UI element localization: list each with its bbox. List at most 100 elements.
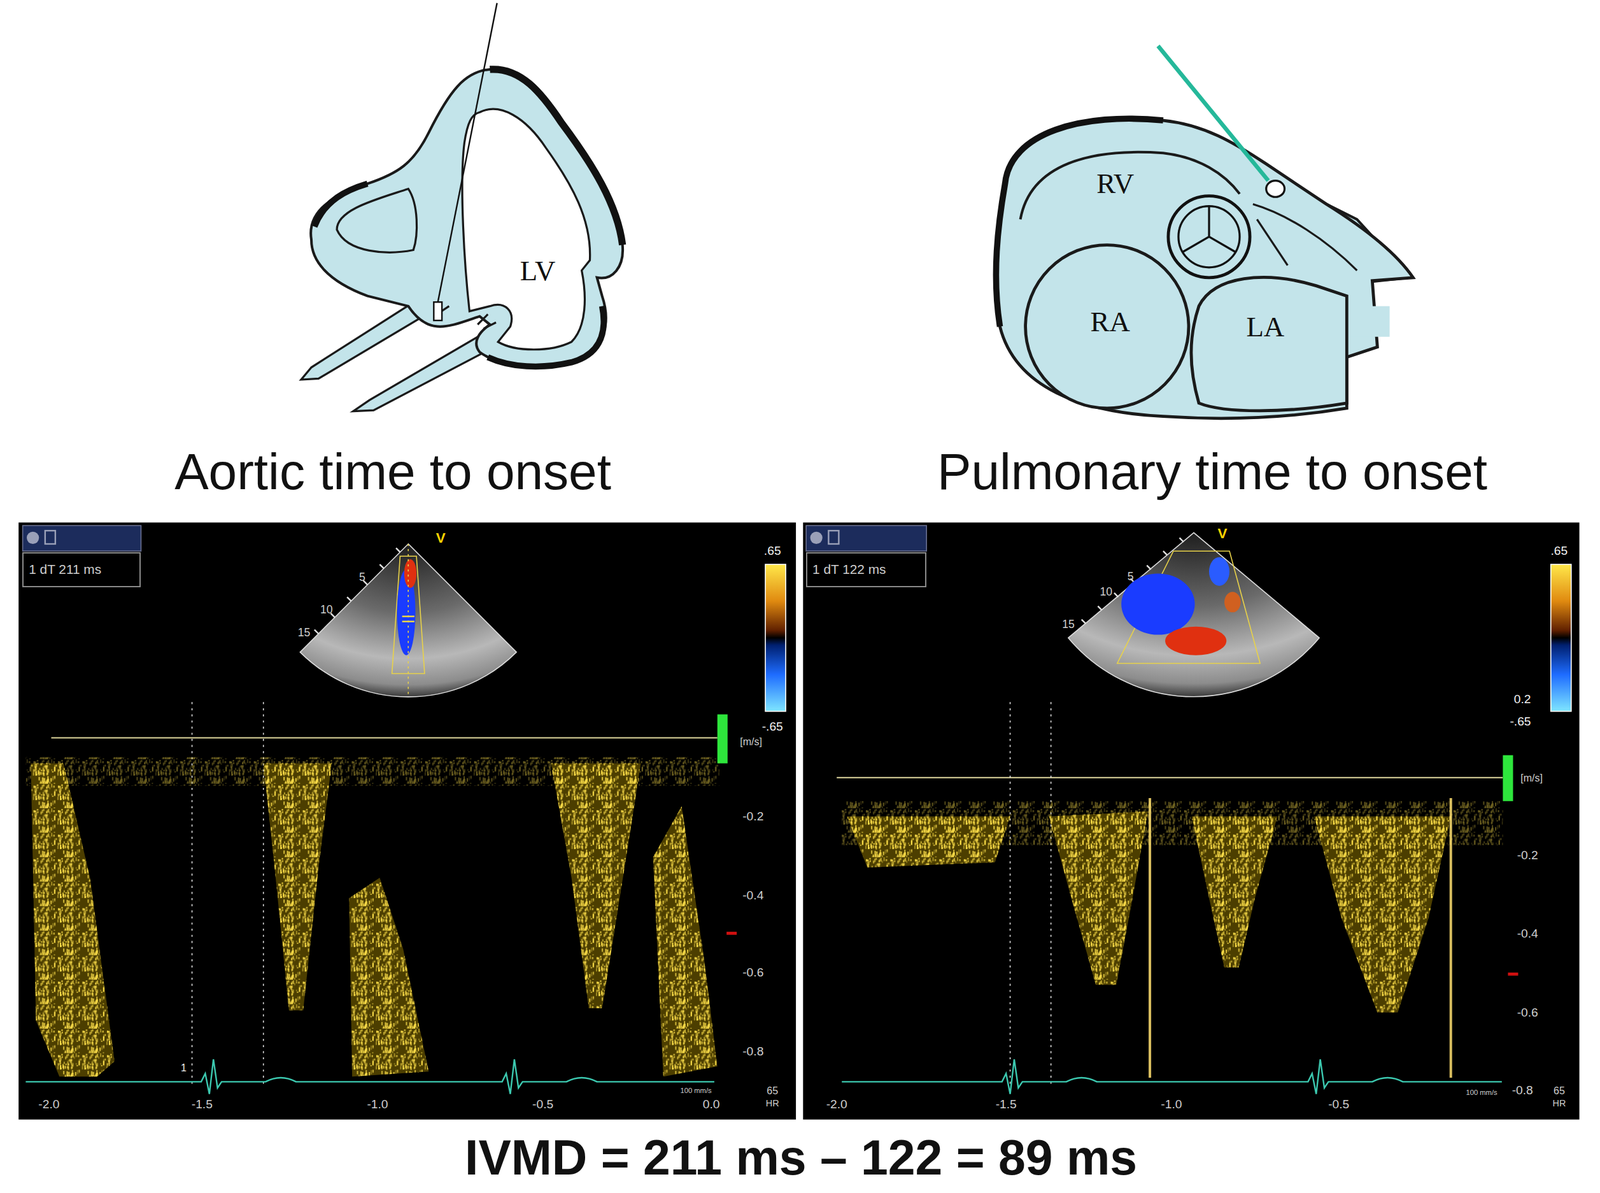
echo-sector xyxy=(1068,532,1320,696)
time-caliper xyxy=(1050,701,1052,1085)
cursor-line xyxy=(407,543,409,697)
sample-volume xyxy=(433,301,442,321)
time-label: -1.0 xyxy=(366,1097,388,1110)
heart-rate-label: HR xyxy=(765,1098,780,1108)
icon-bar xyxy=(22,525,142,551)
velocity-speckle xyxy=(1048,811,1148,985)
doppler-cursor xyxy=(1158,45,1269,181)
short-axis-illustration xyxy=(995,45,1413,419)
velocity-envelope xyxy=(1314,816,1452,1013)
color-box xyxy=(1117,550,1261,663)
lv-cavity xyxy=(462,108,591,349)
depth-marker: 15 xyxy=(1061,618,1075,631)
doppler-spectrum xyxy=(25,757,1503,1078)
velocity-label: -0.2 xyxy=(1517,848,1539,861)
rv-cavity xyxy=(336,188,417,253)
velocity-speckle xyxy=(348,877,429,1077)
measurement-text: 1 dT 122 ms xyxy=(812,562,886,577)
velocity-speckle xyxy=(846,816,1010,868)
sweep-speed: 100 mm/s xyxy=(679,1087,712,1095)
depth-marker: 10 xyxy=(320,604,333,617)
velocity-envelope xyxy=(1191,816,1278,968)
heart-rate-label: HR xyxy=(1552,1098,1566,1108)
aortic-doppler-panel xyxy=(18,522,796,1119)
la-extension xyxy=(1348,306,1390,337)
velocity-envelope xyxy=(263,762,332,1010)
time-label: -0.5 xyxy=(1328,1097,1350,1110)
velocity-envelope xyxy=(653,806,718,1077)
aortic-valve xyxy=(1168,196,1250,278)
scale-label: -.65 xyxy=(762,720,784,733)
formula-caption: IVMD = 211 ms – 122 = 89 ms xyxy=(464,1132,1138,1182)
time-label: -2.0 xyxy=(826,1097,848,1110)
velocity-speckle xyxy=(263,762,332,1010)
heart-rate: 65 xyxy=(766,1084,779,1096)
sweep-speed: 100 mm/s xyxy=(1465,1089,1497,1097)
view-title: Aortic time to onset xyxy=(174,445,612,497)
velocity-label: -0.4 xyxy=(1517,927,1539,940)
depth-marker: 10 xyxy=(1100,586,1113,598)
view-title: Pulmonary time to onset xyxy=(937,445,1488,497)
ecg-trace xyxy=(841,1058,1502,1094)
heart-outline xyxy=(995,118,1413,418)
scale-tick xyxy=(1507,972,1518,976)
baseline xyxy=(836,776,1503,779)
chamber-label: LV xyxy=(520,255,556,285)
velocity-speckle xyxy=(1191,816,1278,968)
time-label: -0.5 xyxy=(532,1097,554,1110)
icon xyxy=(26,531,39,544)
doppler-mode: V xyxy=(436,530,446,545)
chamber-label: RA xyxy=(1090,306,1131,336)
baseline-marker xyxy=(1502,755,1513,801)
chamber-label: RV xyxy=(1096,169,1134,199)
sample-gate xyxy=(402,616,415,622)
depth-marker: 15 xyxy=(297,627,311,639)
scale-label: .65 xyxy=(1550,545,1569,558)
color-scale xyxy=(1550,564,1572,712)
apical-view-illustration xyxy=(301,3,623,412)
time-label: -2.0 xyxy=(38,1097,60,1110)
velocity-label: -0.6 xyxy=(742,966,764,979)
color-flow xyxy=(1224,591,1241,612)
measurement-text: 1 dT 211 ms xyxy=(28,562,102,577)
velocity-envelope xyxy=(551,762,642,1008)
velocity-envelope xyxy=(1048,811,1148,985)
la-chamber xyxy=(1191,276,1347,411)
doppler-cursor xyxy=(438,3,498,302)
velocity-label: -0.2 xyxy=(742,810,764,823)
color-flow xyxy=(1165,626,1227,656)
velocity-speckle xyxy=(653,806,718,1077)
pulmonary-branch xyxy=(1253,203,1357,270)
velocity-label: -0.4 xyxy=(742,888,764,901)
time-label: -1.5 xyxy=(191,1097,213,1110)
myocardium xyxy=(310,69,623,367)
sample-volume xyxy=(1266,180,1285,198)
valve-click xyxy=(1148,797,1152,1078)
scale-label: 0.2 xyxy=(1514,692,1532,705)
icon xyxy=(810,531,823,544)
time-label: 0.0 xyxy=(702,1097,721,1110)
icon xyxy=(45,530,56,544)
velocity-envelope xyxy=(846,816,1010,868)
valve-click xyxy=(1449,797,1453,1078)
color-box xyxy=(392,555,425,673)
marker-number: 1 xyxy=(180,1061,187,1073)
measurement-box: 1 dT 122 ms xyxy=(806,552,927,587)
baseline-marker xyxy=(717,714,728,764)
velocity-label: -0.8 xyxy=(1512,1083,1534,1096)
icon xyxy=(828,530,839,544)
valve-leaflet xyxy=(436,306,496,329)
aortic-valve xyxy=(1178,206,1240,268)
color-flow xyxy=(1121,573,1195,635)
pulmonary-doppler-panel xyxy=(802,522,1579,1119)
measurement-box: 1 dT 211 ms xyxy=(22,552,141,587)
ra-chamber xyxy=(1025,245,1189,409)
depth-marker: 5 xyxy=(1127,571,1134,583)
time-label: -1.5 xyxy=(995,1097,1017,1110)
time-caliper xyxy=(1009,701,1012,1085)
depth-marker: 5 xyxy=(359,571,366,584)
doppler-mode: V xyxy=(1217,526,1228,541)
valve-cusps xyxy=(1182,206,1236,253)
